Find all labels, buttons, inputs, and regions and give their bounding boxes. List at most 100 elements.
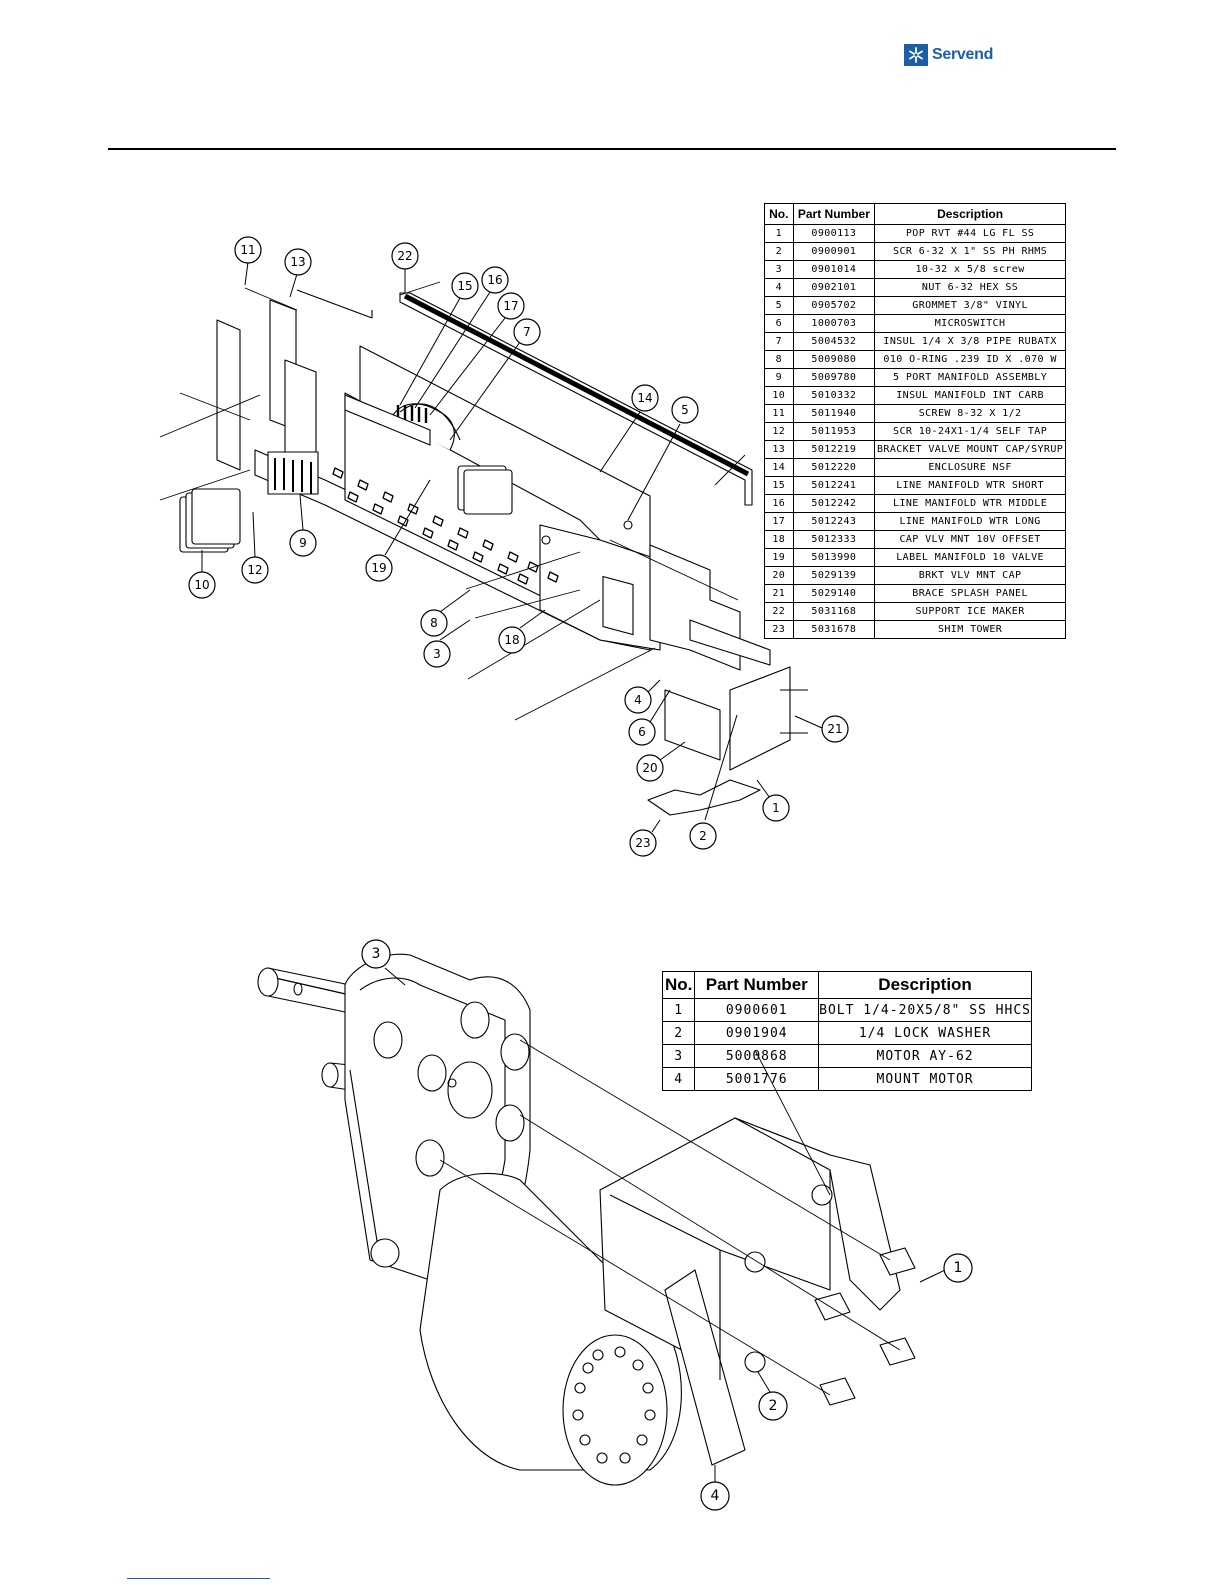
cell-part-number: 5001776 [694,1067,820,1091]
cell-description: SCR 10-24X1-1/4 SELF TAP [874,422,1066,441]
snowflake-logo-icon [904,44,928,66]
cell-description: 5 PORT MANIFOLD ASSEMBLY [874,368,1066,387]
cell-no: 14 [764,458,794,477]
cell-no: 4 [764,278,794,297]
callout-20: 20 [636,741,686,782]
callout-18: 18 [498,609,546,654]
cell-description: 10-32 x 5/8 screw [874,260,1066,279]
callout-2: 2 [689,714,738,850]
cell-part-number: 5000868 [694,1044,820,1068]
cell-part-number: 5031678 [792,620,876,639]
cell-part-number: 0900901 [792,242,876,261]
svg-text:13: 13 [290,255,305,269]
svg-text:17: 17 [503,299,518,313]
cell-no: 3 [661,1044,696,1068]
cell-description: GROMMET 3/8" VINYL [874,296,1066,315]
svg-text:11: 11 [240,243,255,257]
cell-no: 12 [764,422,794,441]
header-no: No. [661,971,696,999]
callout-16: 16 [414,266,509,409]
svg-text:3: 3 [433,647,441,661]
cell-description: LINE MANIFOLD WTR MIDDLE [874,494,1066,513]
svg-text:12: 12 [247,563,262,577]
svg-text:20: 20 [642,761,657,775]
cell-description: INSUL 1/4 X 3/8 PIPE RUBATX [874,332,1066,351]
cell-description: LINE MANIFOLD WTR LONG [874,512,1066,531]
cell-no: 17 [764,512,794,531]
cell-no: 15 [764,476,794,495]
cell-part-number: 0900113 [792,224,876,243]
cell-part-number: 1000703 [792,314,876,333]
svg-text:22: 22 [397,249,412,263]
cell-no: 11 [764,404,794,423]
cell-description: ENCLOSURE NSF [874,458,1066,477]
callout-15: 15 [399,272,479,406]
callout-21: 21 [794,715,849,743]
cell-description: CAP VLV MNT 10V OFFSET [874,530,1066,549]
cell-description: INSUL MANIFOLD INT CARB [874,386,1066,405]
cell-no: 7 [764,332,794,351]
svg-text:23: 23 [635,836,650,850]
svg-text:21: 21 [827,722,842,736]
cell-no: 19 [764,548,794,567]
brand-name: Servend [932,46,994,63]
callout-8: 8 [420,589,471,637]
cell-part-number: 0901904 [694,1021,820,1045]
cell-description: SCREW 8-32 X 1/2 [874,404,1066,423]
cell-description: LABEL MANIFOLD 10 VALVE [874,548,1066,567]
callout-17: 17 [429,292,525,416]
callout-6: 6 [628,689,671,746]
cell-description: 1/4 LOCK WASHER [818,1021,1032,1045]
cell-description: SHIM TOWER [874,620,1066,639]
svg-text:4: 4 [634,693,642,707]
cell-no: 22 [764,602,794,621]
cell-no: 1 [661,998,696,1022]
svg-text:18: 18 [504,633,519,647]
cell-description: LINE MANIFOLD WTR SHORT [874,476,1066,495]
callout-13: 13 [284,248,312,298]
callout-motor-4: 4 [700,1465,730,1511]
cell-no: 2 [661,1021,696,1045]
cell-part-number: 0901014 [792,260,876,279]
cell-part-number: 5029140 [792,584,876,603]
cell-part-number: 5011940 [792,404,876,423]
cell-description: BRKT VLV MNT CAP [874,566,1066,585]
header-no: No. [764,203,794,225]
cell-part-number: 5009780 [792,368,876,387]
callout-7: 7 [449,318,541,441]
svg-text:1: 1 [954,1260,963,1276]
callout-22: 22 [391,242,419,293]
motor-mount-drawing [257,953,916,1486]
svg-text:16: 16 [487,273,502,287]
cell-part-number: 5010332 [792,386,876,405]
cell-part-number: 5011953 [792,422,876,441]
svg-text:9: 9 [299,536,307,550]
cell-part-number: 5012242 [792,494,876,513]
cell-part-number: 5012243 [792,512,876,531]
cell-part-number: 5012241 [792,476,876,495]
svg-text:15: 15 [457,279,472,293]
callout-motor-1: 1 [919,1253,973,1283]
cell-part-number: 5012333 [792,530,876,549]
callout-14: 14 [599,384,659,473]
header-description: Description [874,203,1066,225]
table-header-row: No. Part Number Description [764,203,1066,225]
cell-no: 9 [764,368,794,387]
callout-5: 5 [627,396,699,521]
cell-no: 6 [764,314,794,333]
cell-part-number: 0902101 [792,278,876,297]
svg-text:5: 5 [681,403,689,417]
svg-text:14: 14 [637,391,652,405]
